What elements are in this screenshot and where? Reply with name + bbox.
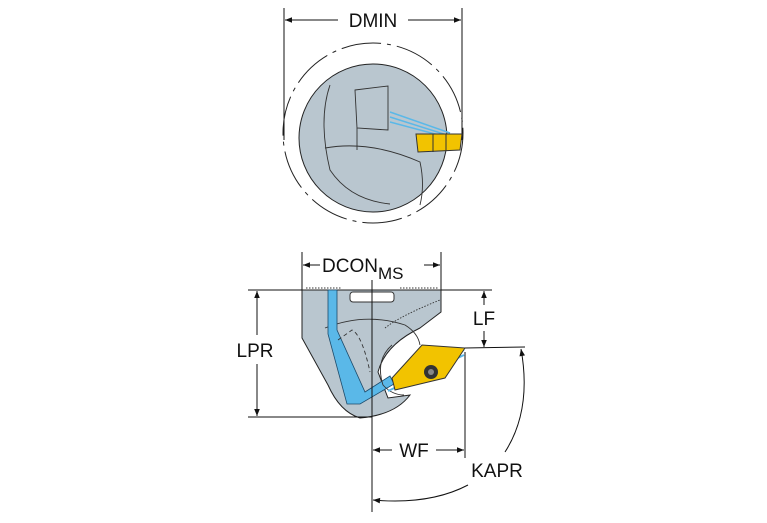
coolant-hidden-line — [337, 329, 371, 373]
body-edge — [354, 85, 389, 131]
lpr-label: LPR — [237, 341, 274, 362]
dmin-label: DMIN — [349, 11, 398, 32]
side-view: DCONMS LPR LF WF — [237, 252, 526, 512]
body-edge — [324, 318, 421, 346]
dcon-label: DCONMS — [322, 256, 403, 283]
kapr-label: KAPR — [471, 461, 523, 482]
coolant-channel — [389, 116, 451, 137]
top-view: DMIN — [282, 8, 464, 224]
lf-label: LF — [473, 309, 495, 330]
kapr-arc-bottom — [372, 484, 469, 504]
body-edge — [323, 84, 391, 205]
insert-screw-center — [428, 369, 434, 375]
dmin-circle — [282, 42, 464, 224]
dcon-text: DCON — [322, 256, 378, 277]
serration — [384, 299, 441, 329]
wf-label: WF — [399, 441, 429, 462]
coolant-channel — [389, 111, 451, 134]
kapr-arc-top — [504, 348, 525, 453]
body-edge — [324, 145, 423, 206]
lf-extension-bottom — [464, 346, 526, 349]
cutting-insert-end-view — [415, 133, 463, 153]
clamp-edge — [380, 344, 405, 396]
dcon-subscript: MS — [378, 264, 404, 283]
